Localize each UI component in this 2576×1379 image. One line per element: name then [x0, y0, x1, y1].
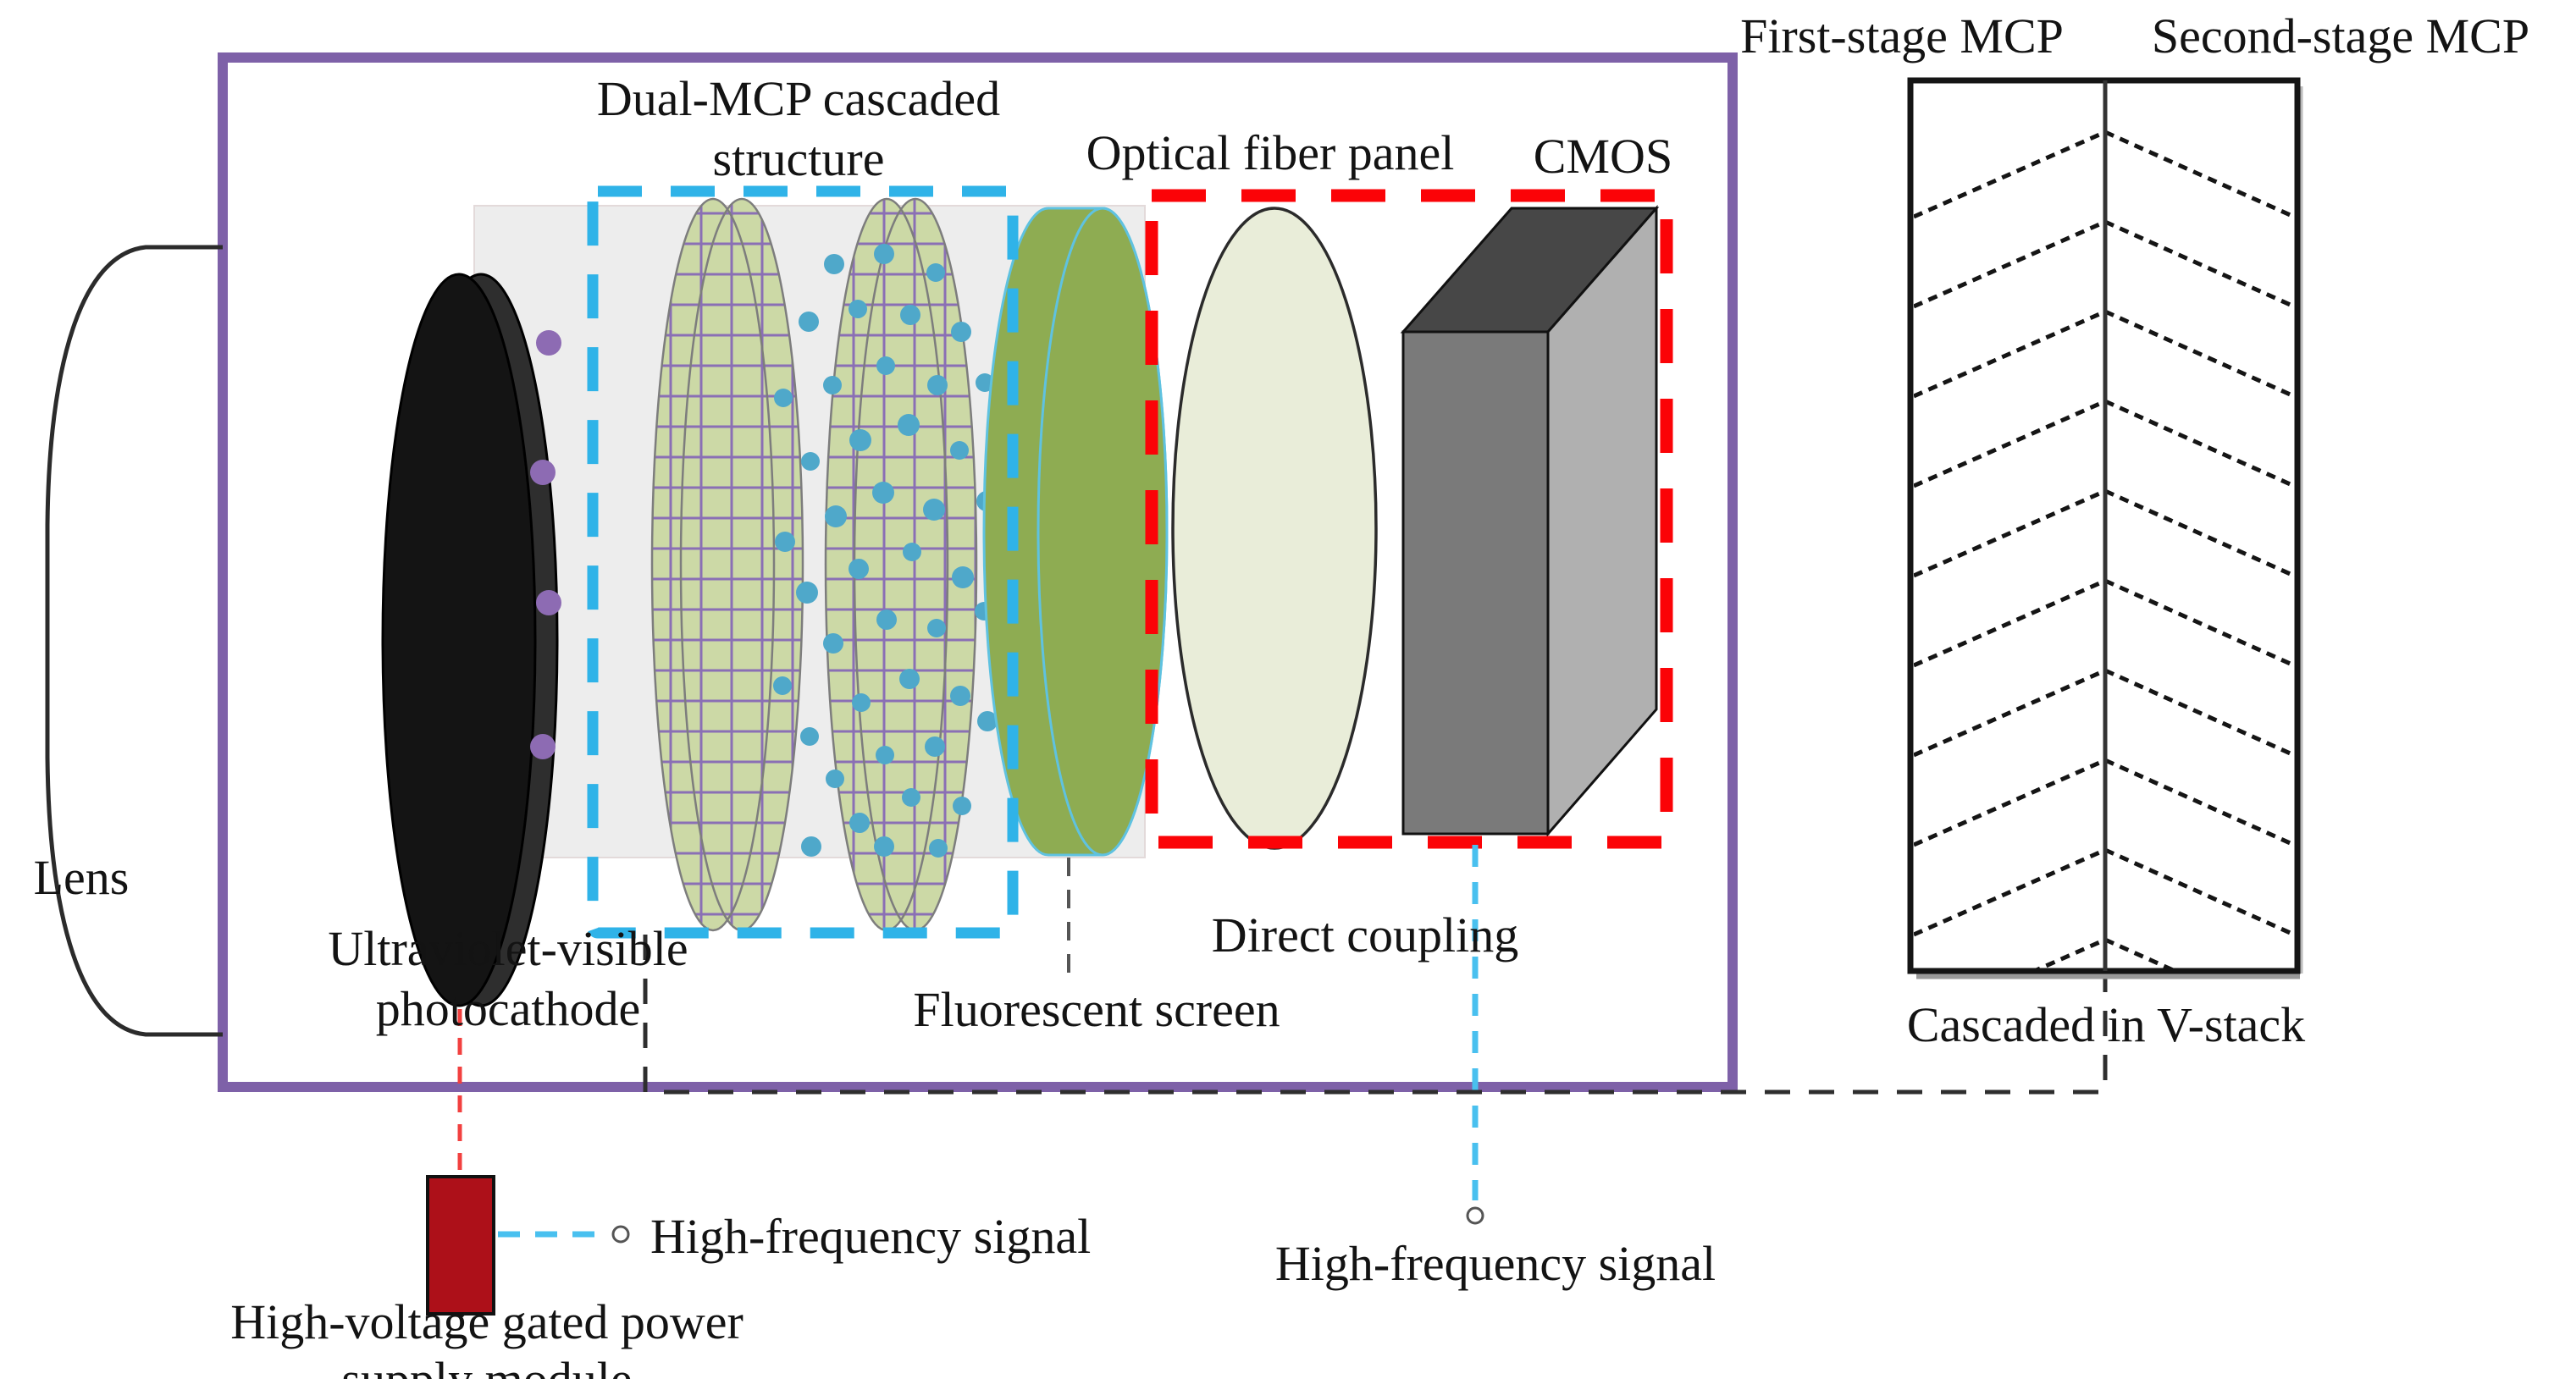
signal-node-icon: [1466, 1206, 1484, 1225]
lens-label-text: Lens: [33, 850, 130, 905]
mcp-disk-2: [824, 197, 978, 932]
direct-coupling-label: Direct coupling: [1212, 906, 1518, 966]
second-stage-mcp-label: Second-stage MCP: [2152, 7, 2529, 67]
connector-mcp-to-vstack: [643, 935, 2108, 1095]
fluorescent-screen-label: Fluorescent screen: [913, 980, 1280, 1040]
hf-signal-right-label: High-frequency signal: [1275, 1234, 1716, 1294]
hv-module-label-line2: supply module: [230, 1351, 744, 1379]
lens-outline: [45, 245, 223, 1037]
hf-signal-right-label-text: High-frequency signal: [1274, 1236, 1716, 1291]
first-stage-mcp-label: First-stage MCP: [1740, 7, 2064, 67]
signal-node-icon: [611, 1225, 630, 1244]
photocathode-disk: [381, 273, 559, 1007]
photoelectron-dots: [530, 330, 561, 759]
dual-mcp-label: Dual-MCP cascaded structure: [597, 69, 1000, 190]
hf-signal-left-label: High-frequency signal: [650, 1207, 1091, 1267]
cmos-box: [1400, 205, 1660, 838]
dual-mcp-label-line2: structure: [712, 130, 885, 186]
cmos-label: CMOS: [1534, 127, 1672, 187]
photocathode-label: Ultraviolet-visible photocathode: [328, 919, 688, 1040]
fluorescent-screen-label-text: Fluorescent screen: [913, 982, 1280, 1037]
photocathode-label-line1: Ultraviolet-visible: [328, 921, 688, 976]
electron-dots: [773, 244, 1014, 858]
optical-fiber-panel-label: Optical fiber panel: [1086, 124, 1455, 184]
direct-coupling-label-text: Direct coupling: [1211, 907, 1519, 963]
mcp-disk-1: [650, 197, 804, 932]
direct-coupling-dashed-box: [1145, 189, 1673, 849]
dual-mcp-label-line1: Dual-MCP cascaded: [596, 71, 1001, 126]
connector-hf-left: [498, 1225, 630, 1244]
hv-module-label: High-voltage gated power supply module: [230, 1294, 744, 1379]
vstack-rect: [1907, 77, 2303, 979]
optical-fiber-panel-disk: [1171, 207, 1378, 850]
cascaded-vstack-label: Cascaded in V-stack: [1907, 996, 2305, 1056]
connector-hf-right: [1466, 845, 1484, 1225]
cascaded-vstack-label-text: Cascaded in V-stack: [1906, 997, 2306, 1052]
photocathode-label-line2: photocathode: [375, 980, 641, 1036]
hv-module-label-line1: High-voltage gated power: [230, 1294, 744, 1349]
first-stage-mcp-label-text: First-stage MCP: [1740, 8, 2064, 63]
optical-fiber-panel-label-text: Optical fiber panel: [1086, 125, 1455, 180]
lens-label: Lens: [34, 848, 130, 908]
outer-tube-box: [218, 52, 1738, 1092]
chevron-pattern: [1914, 130, 2295, 968]
fluorescent-screen-disk: [982, 207, 1169, 857]
hv-module: [426, 1175, 495, 1316]
hf-signal-left-label-text: High-frequency signal: [650, 1209, 1092, 1264]
second-stage-mcp-label-text: Second-stage MCP: [2151, 8, 2530, 63]
cmos-label-text: CMOS: [1533, 129, 1673, 184]
